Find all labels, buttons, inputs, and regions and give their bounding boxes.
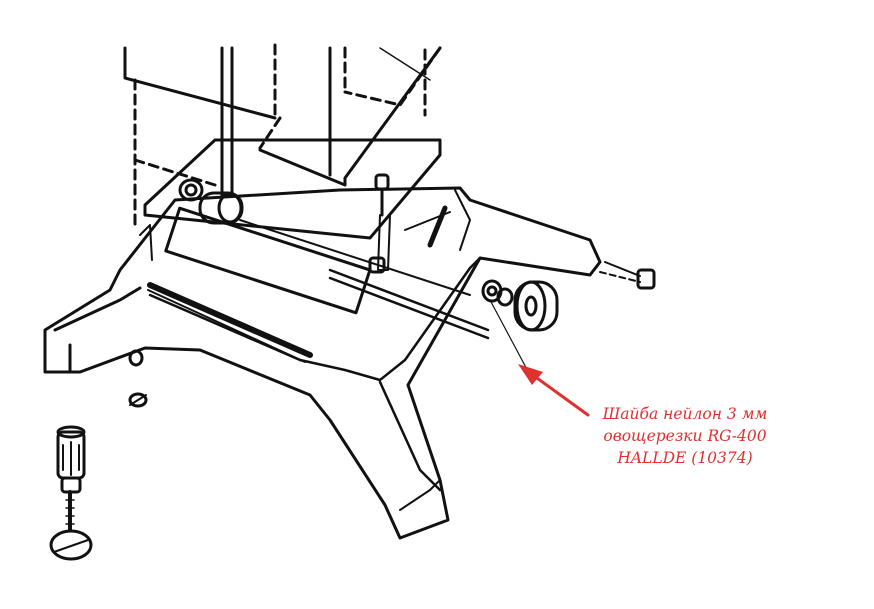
leveling-foot <box>49 425 93 561</box>
callout-line-3: HALLDE (10374) <box>617 449 753 467</box>
callout-line-2: овощерезки RG-400 <box>603 427 767 445</box>
callout-leader-line <box>489 299 531 376</box>
column-frame <box>123 43 442 227</box>
threaded-rod <box>328 268 490 340</box>
base-frame <box>43 186 602 540</box>
callout-arrow <box>518 364 590 417</box>
base-slots <box>139 205 451 363</box>
washer-callout-label: Шайба нейлон 3 мм овощерезки RG-400 HALL… <box>560 403 810 469</box>
callout-line-1: Шайба нейлон 3 мм <box>602 405 768 423</box>
nylon-washer-assembly <box>481 279 559 332</box>
side-bolt <box>599 261 656 290</box>
foot-bolts <box>128 349 148 408</box>
plate-bolt <box>368 173 391 274</box>
top-plate <box>143 138 471 296</box>
